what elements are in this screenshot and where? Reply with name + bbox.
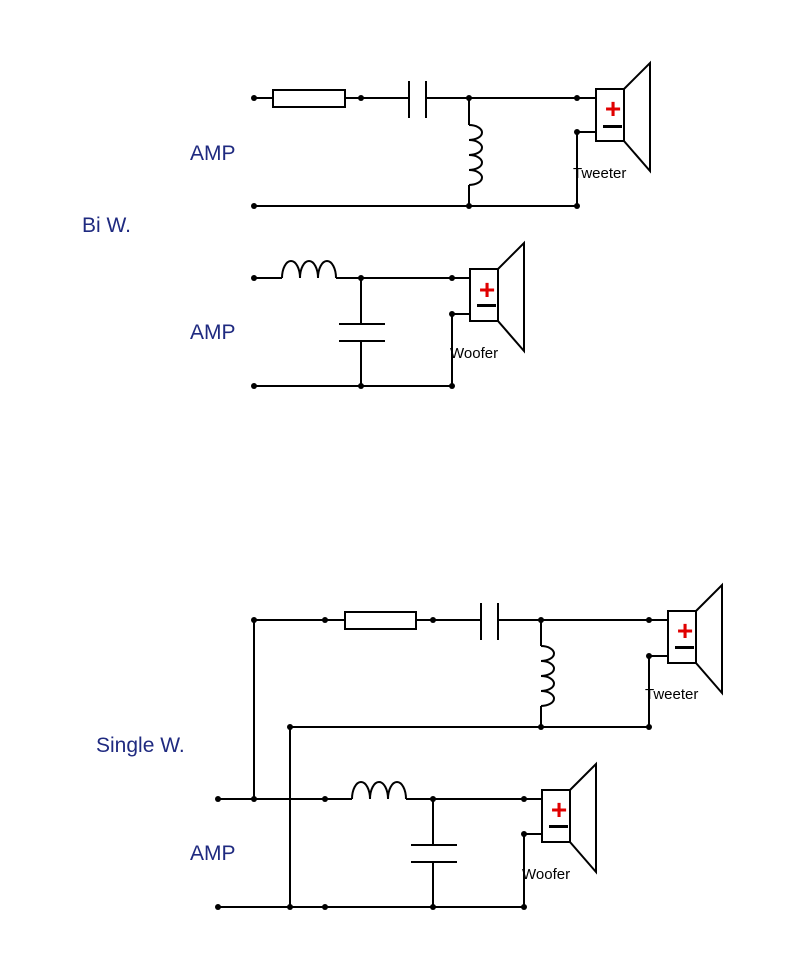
inductor	[281, 260, 337, 279]
bi-wiring-woofer-circuit: +	[251, 240, 525, 389]
minus-sign	[549, 825, 568, 828]
plus-sign: +	[677, 615, 693, 646]
bi-wiring-tweeter-circuit: +	[251, 60, 651, 209]
single-wiring-circuit: + +	[215, 582, 723, 910]
single-wiring-title: Single W.	[96, 734, 185, 757]
minus-sign	[477, 304, 496, 307]
plus-sign: +	[551, 794, 567, 825]
single-wiring-amp-label: AMP	[190, 842, 236, 865]
bi-wiring-tweeter-label: Tweeter	[573, 165, 626, 182]
tweeter-speaker: +	[667, 582, 723, 696]
single-wiring-woofer-label: Woofer	[522, 866, 570, 883]
capacitor	[408, 81, 427, 118]
woofer-speaker: +	[469, 240, 525, 354]
bi-wiring-tweeter-amp-label: AMP	[190, 142, 236, 165]
bi-wiring-title: Bi W.	[82, 214, 131, 237]
capacitor	[480, 603, 499, 640]
single-wiring-tweeter-label: Tweeter	[645, 686, 698, 703]
minus-sign	[603, 125, 622, 128]
plus-sign: +	[479, 274, 495, 305]
inductor	[540, 645, 555, 707]
plus-sign: +	[605, 93, 621, 124]
minus-sign	[675, 646, 694, 649]
bi-wiring-woofer-label: Woofer	[450, 345, 498, 362]
capacitor	[339, 323, 385, 342]
bi-wiring-woofer-amp-label: AMP	[190, 321, 236, 344]
capacitor	[411, 844, 457, 863]
resistor	[272, 89, 346, 108]
woofer-speaker: +	[541, 761, 597, 875]
resistor	[344, 611, 417, 630]
inductor	[351, 781, 407, 800]
tweeter-speaker: +	[595, 60, 651, 174]
inductor	[468, 124, 483, 186]
